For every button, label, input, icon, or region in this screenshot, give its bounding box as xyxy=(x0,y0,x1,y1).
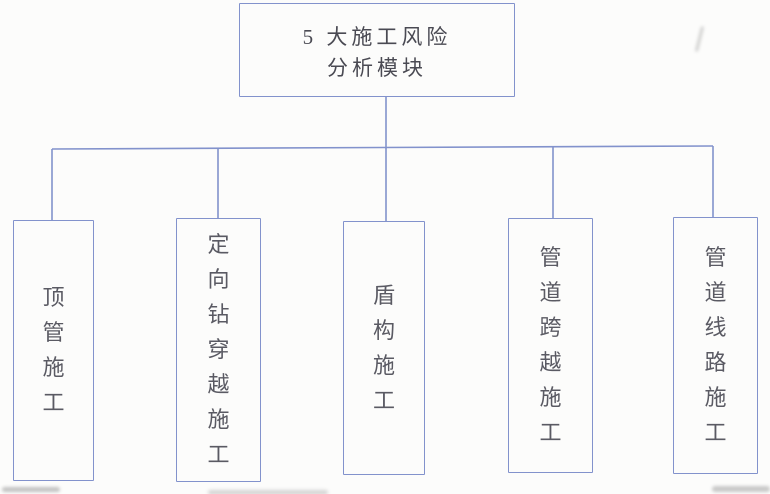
label-character: 工 xyxy=(207,442,230,467)
label-character: 施 xyxy=(372,352,395,378)
child-node-pipe-jacking-construction: 顶管施工 xyxy=(13,220,94,481)
child-node-label: 盾构施工 xyxy=(372,282,395,413)
label-character: 跨 xyxy=(539,315,562,340)
label-character: 管 xyxy=(704,245,727,270)
root-node-risk-analysis-module: 5 大施工风险 分析模块 xyxy=(239,3,515,97)
root-node-title-line1: 5 大施工风险 xyxy=(302,25,452,49)
label-character: 向 xyxy=(207,267,230,292)
label-character: 盾 xyxy=(372,282,395,308)
label-character: 施 xyxy=(42,355,65,380)
scan-shadow-bottom-middle xyxy=(208,490,328,494)
label-character: 钻 xyxy=(207,302,230,327)
label-character: 越 xyxy=(207,372,230,397)
child-node-directional-drilling-crossing-construction: 定向钻穿越施工 xyxy=(176,218,261,482)
child-node-label: 定向钻穿越施工 xyxy=(207,234,229,466)
label-character: 工 xyxy=(372,387,395,413)
label-character: 施 xyxy=(704,385,727,410)
label-character: 路 xyxy=(704,350,727,375)
label-character: 构 xyxy=(372,317,395,343)
child-node-shield-tunneling-construction: 盾构施工 xyxy=(343,221,425,475)
label-character: 越 xyxy=(539,350,562,375)
label-character: 工 xyxy=(704,420,727,445)
label-character: 管 xyxy=(539,245,562,270)
child-node-pipeline-crossing-construction: 管道跨越施工 xyxy=(508,218,593,473)
label-character: 施 xyxy=(207,407,230,432)
label-character: 工 xyxy=(42,390,65,415)
label-character: 顶 xyxy=(42,285,65,310)
scan-artifact-top-right xyxy=(694,26,705,52)
child-node-label: 顶管施工 xyxy=(42,287,64,414)
scan-shadow-bottom-left xyxy=(2,487,60,492)
root-node-title-line2: 分析模块 xyxy=(327,56,427,80)
label-character: 道 xyxy=(539,280,562,305)
label-character: 线 xyxy=(704,315,727,340)
label-character: 施 xyxy=(539,385,562,410)
child-node-pipeline-route-construction: 管道线路施工 xyxy=(673,217,758,474)
scan-shadow-bottom-right xyxy=(712,486,770,492)
label-character: 定 xyxy=(207,232,230,257)
child-node-label: 管道跨越施工 xyxy=(539,247,561,444)
child-node-label: 管道线路施工 xyxy=(704,247,726,444)
label-character: 管 xyxy=(42,320,65,345)
label-character: 穿 xyxy=(207,337,230,362)
connector-horizontal-rail xyxy=(51,145,714,150)
label-character: 道 xyxy=(704,280,727,305)
label-character: 工 xyxy=(539,420,562,445)
